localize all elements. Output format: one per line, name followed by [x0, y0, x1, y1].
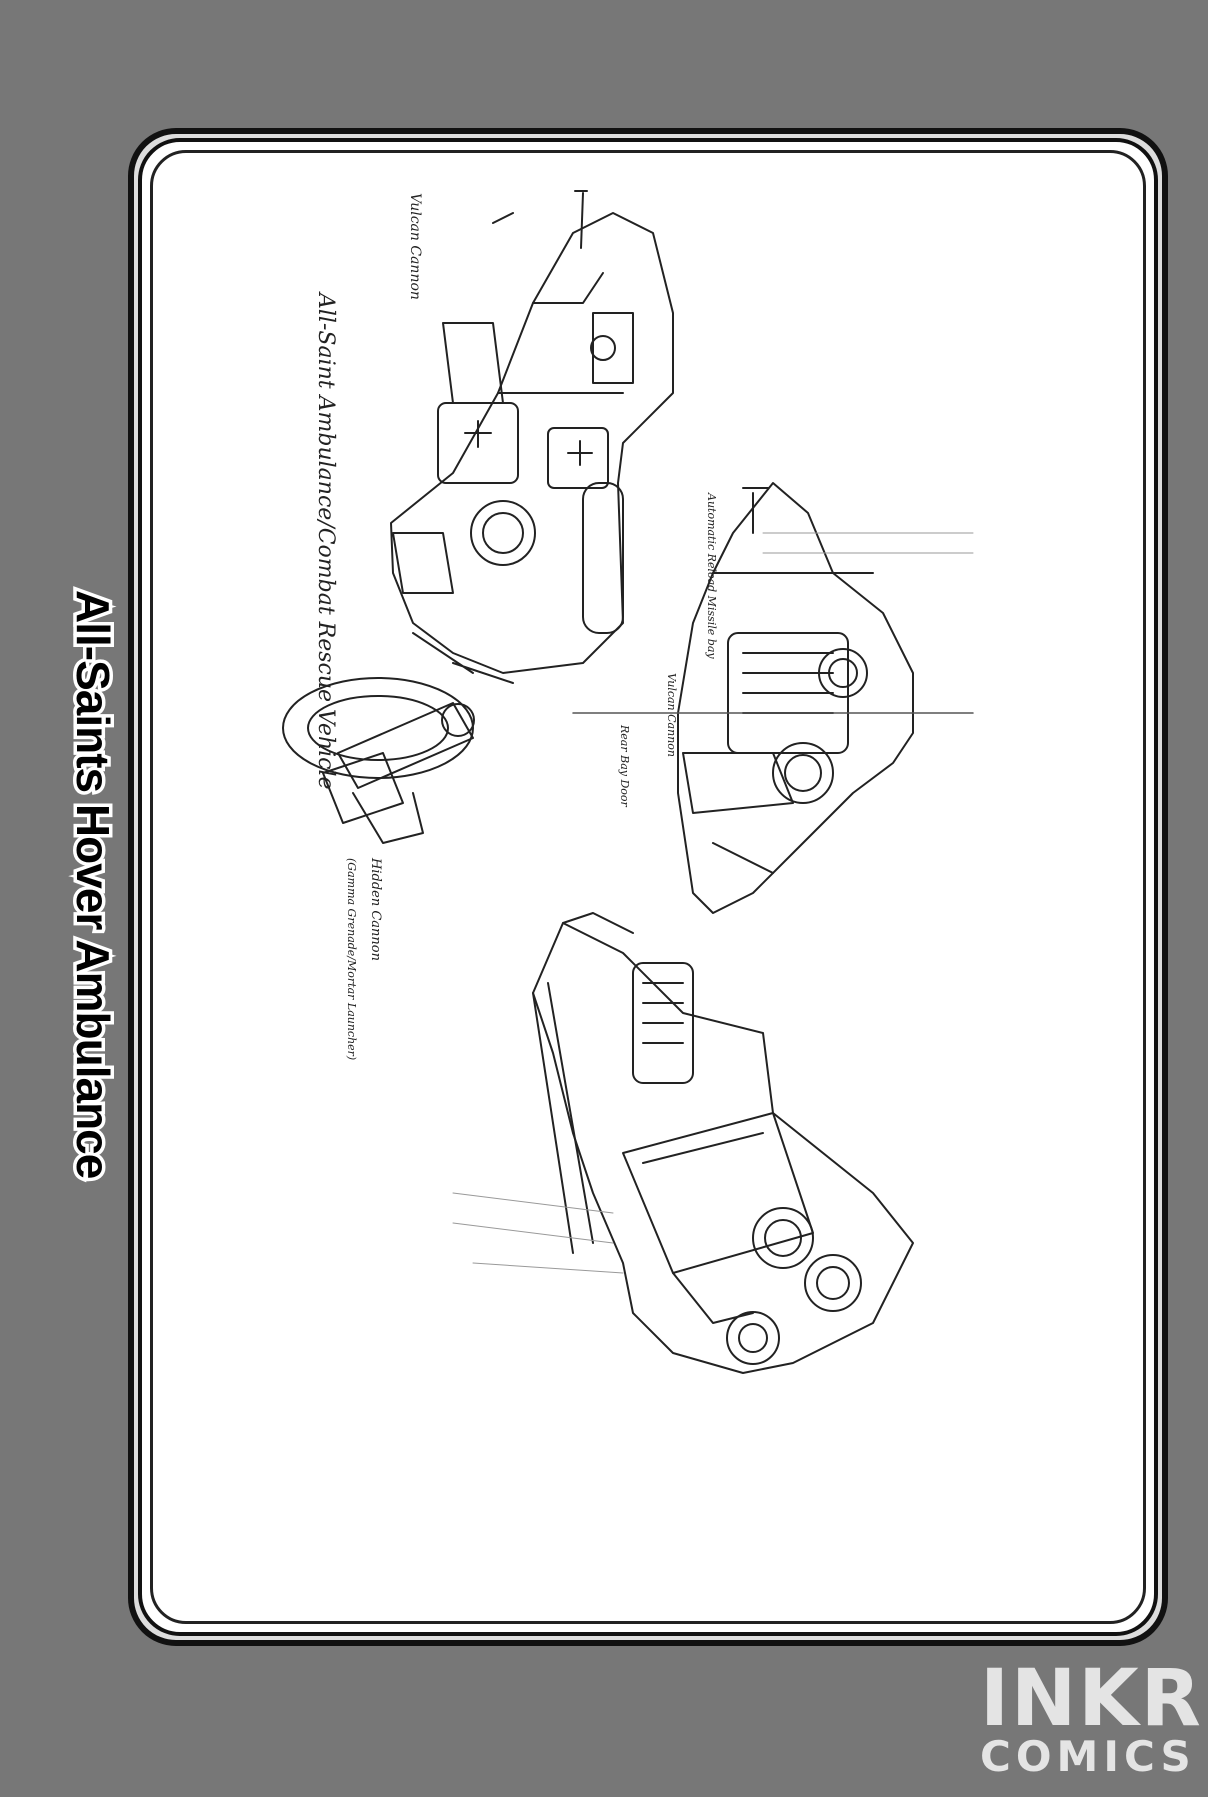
sketch-panel: Vulcan Cannon All-Saint Ambulance/Combat… [150, 150, 1146, 1624]
page-title-text: All-Saints Hover Ambulance [64, 587, 123, 1182]
ambulance-side-view-drawing [572, 482, 974, 914]
inkr-comics-watermark: INKR COMICS [980, 1654, 1203, 1781]
vehicle-sketches [282, 190, 974, 1374]
watermark-brand: INKR [980, 1654, 1203, 1744]
watermark-sub: COMICS [980, 1732, 1196, 1781]
hidden-cannon-drawing [282, 677, 475, 844]
ambulance-top-view-drawing [390, 190, 674, 684]
ambulance-rear-view-drawing [452, 912, 914, 1374]
